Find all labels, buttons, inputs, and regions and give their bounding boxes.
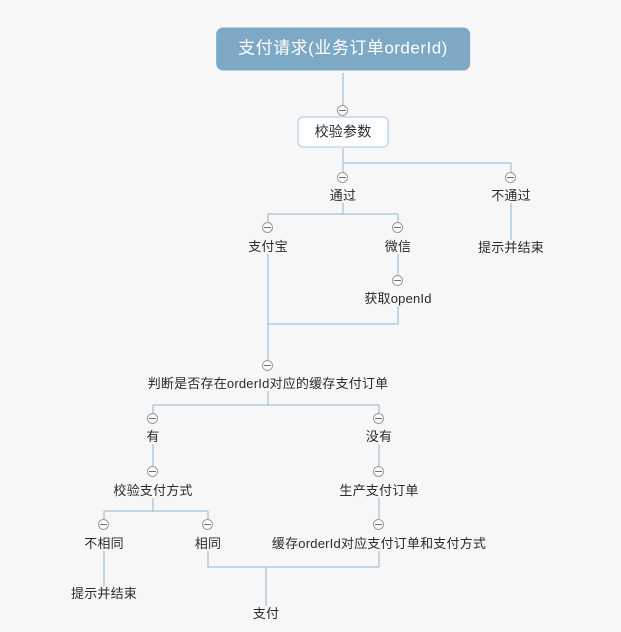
node-label-gen_order: 生产支付订单 [339, 483, 419, 498]
collapse-minus-icon-same[interactable] [202, 519, 213, 530]
node-pay[interactable]: 支付 [253, 605, 279, 623]
node-pass[interactable]: 通过 [330, 187, 356, 205]
node-label-fail: 不通过 [491, 188, 531, 203]
node-not_same_end[interactable]: 提示并结束 [71, 585, 137, 603]
node-same[interactable]: 相同 [195, 535, 221, 553]
node-check_way[interactable]: 校验支付方式 [113, 482, 192, 500]
edge-same-to-merge2 [207, 551, 379, 568]
node-label-not_same: 不相同 [84, 536, 124, 551]
node-label-same: 相同 [194, 536, 222, 551]
collapse-minus-icon-check_cache[interactable] [262, 360, 273, 371]
node-label-pass: 通过 [329, 188, 357, 203]
collapse-minus-icon-alipay[interactable] [262, 222, 273, 233]
node-label-has: 有 [146, 429, 160, 444]
collapse-minus-icon-none[interactable] [373, 413, 384, 424]
collapse-minus-icon-openid[interactable] [392, 275, 403, 286]
node-label-pay: 支付 [252, 606, 280, 621]
edge-split2-to-alipay [267, 213, 398, 223]
node-none[interactable]: 没有 [366, 428, 392, 446]
edge-openid-to-merge1 [268, 306, 399, 325]
node-label-check_cache: 判断是否存在orderId对应的缓存支付订单 [147, 376, 389, 391]
node-not_same[interactable]: 不相同 [84, 535, 124, 553]
node-validate[interactable]: 校验参数 [297, 116, 389, 148]
node-cache_order[interactable]: 缓存orderId对应支付订单和支付方式 [272, 535, 486, 553]
node-root[interactable]: 支付请求(业务订单orderId) [216, 27, 470, 71]
node-label-check_way: 校验支付方式 [113, 483, 193, 498]
node-label-validate: 校验参数 [297, 116, 389, 148]
node-label-wechat: 微信 [384, 239, 412, 254]
node-has[interactable]: 有 [146, 428, 159, 446]
collapse-minus-icon-not_same[interactable] [98, 519, 109, 530]
collapse-minus-icon-check_way[interactable] [147, 466, 158, 477]
collapse-minus-icon-fail[interactable] [505, 172, 516, 183]
collapse-minus-icon-validate[interactable] [337, 105, 348, 116]
edge-split1-to-pass_fail [343, 162, 512, 173]
node-openid[interactable]: 获取openId [364, 290, 431, 308]
node-label-not_same_end: 提示并结束 [70, 586, 138, 601]
node-label-alipay: 支付宝 [248, 239, 288, 254]
node-fail_end[interactable]: 提示并结束 [478, 239, 544, 257]
node-label-none: 没有 [365, 429, 393, 444]
node-label-root: 支付请求(业务订单orderId) [216, 27, 470, 71]
node-label-fail_end: 提示并结束 [477, 240, 545, 255]
collapse-minus-icon-wechat[interactable] [392, 222, 403, 233]
node-gen_order[interactable]: 生产支付订单 [339, 482, 418, 500]
node-check_cache[interactable]: 判断是否存在orderId对应的缓存支付订单 [148, 375, 389, 393]
collapse-minus-icon-gen_order[interactable] [373, 466, 384, 477]
node-alipay[interactable]: 支付宝 [248, 238, 288, 256]
collapse-minus-icon-pass[interactable] [337, 172, 348, 183]
node-fail[interactable]: 不通过 [491, 187, 531, 205]
node-wechat[interactable]: 微信 [385, 238, 411, 256]
edge-split4-to-not_same [103, 510, 208, 520]
collapse-minus-icon-has[interactable] [147, 413, 158, 424]
edge-split3-to-has [152, 404, 379, 414]
collapse-minus-icon-cache_order[interactable] [373, 519, 384, 530]
node-label-openid: 获取openId [364, 291, 432, 306]
node-label-cache_order: 缓存orderId对应支付订单和支付方式 [271, 536, 487, 551]
